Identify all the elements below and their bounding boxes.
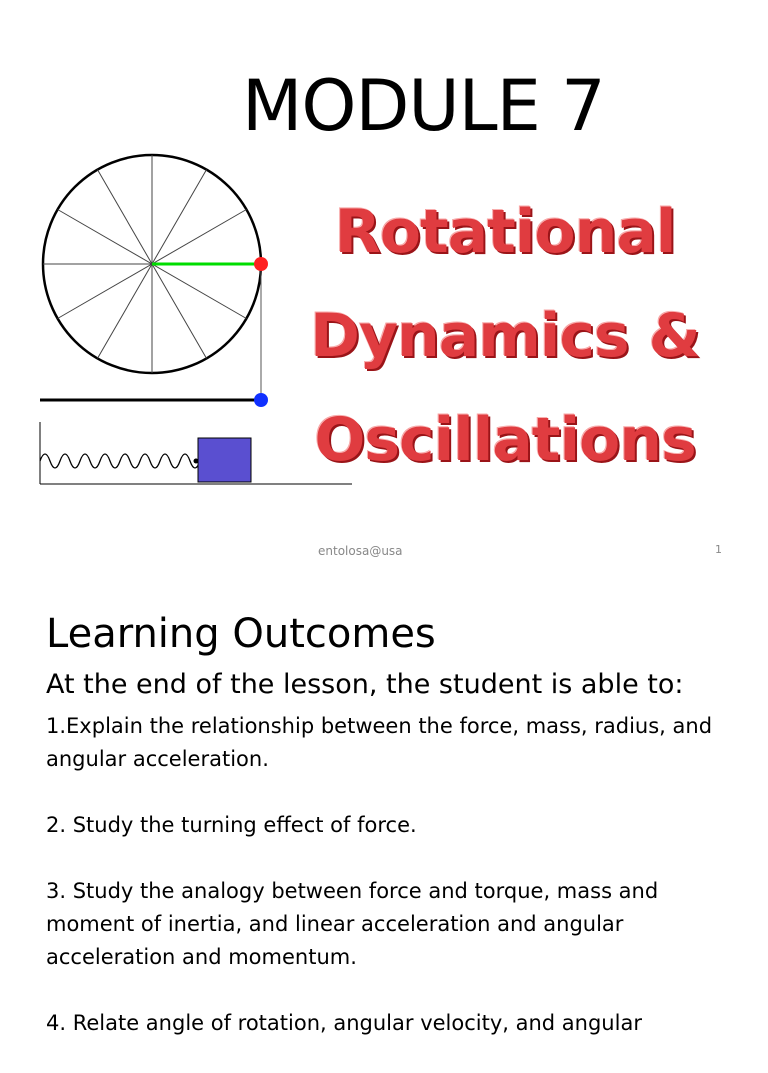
- slide-heading: Learning Outcomes: [46, 611, 436, 657]
- page-number: 1: [715, 543, 722, 556]
- topic-line: Oscillations: [314, 405, 696, 475]
- rim-point: [254, 257, 268, 271]
- spring-joint: [193, 458, 199, 464]
- spring: [39, 453, 201, 469]
- projection-point: [254, 393, 268, 407]
- intro-text: At the end of the lesson, the student is…: [46, 669, 684, 700]
- topic-line: Rotational: [334, 197, 677, 267]
- slide-footer: entolosa@usa: [318, 544, 403, 558]
- topic-line: Dynamics &: [310, 301, 701, 371]
- rotation-oscillation-diagram: [39, 153, 352, 485]
- list-item: 2. Study the turning effect of force.: [46, 813, 417, 837]
- learning-outcomes-slide: Learning Outcomes At the end of the less…: [0, 576, 768, 1035]
- list-item: 1.Explain the relationship between the f…: [46, 714, 713, 771]
- list-item: 3. Study the analogy between force and t…: [46, 879, 659, 969]
- outcome-list: 1.Explain the relationship between the f…: [46, 710, 726, 1073]
- title-slide: MODULE 7 Rotational Dynamics & Oscillati…: [39, 65, 722, 558]
- mass-block: [197, 437, 252, 483]
- module-title: MODULE 7: [242, 65, 606, 147]
- topic-title: Rotational Dynamics & Oscillations: [290, 180, 720, 492]
